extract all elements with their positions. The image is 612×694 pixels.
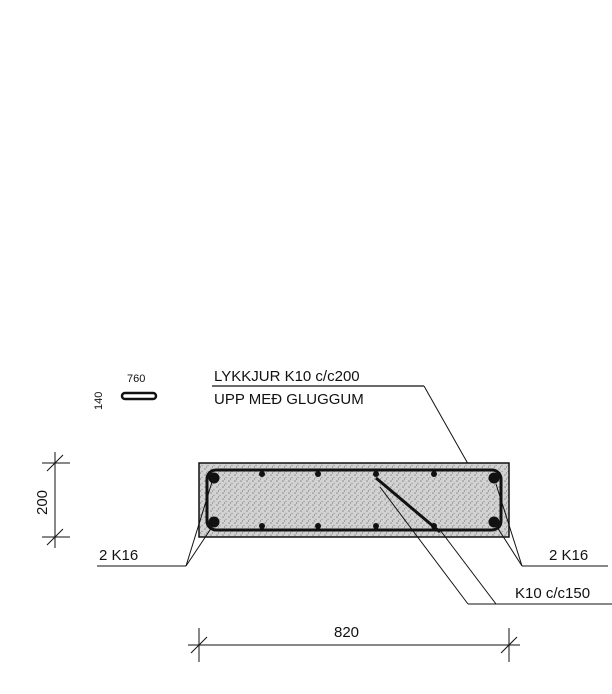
right-leader-top [495,483,523,567]
detail-length-label: 760 [127,373,145,385]
stirrup-note: LYKKJUR K10 c/c200 UPP MEÐ GLUGGUM [212,368,477,479]
right-rebar-label: 2 K16 [549,547,588,564]
rebar-bottom-right [488,516,500,528]
bar-bottom-3 [373,523,379,529]
shear-rebar-label: K10 c/c150 [515,585,590,602]
left-leader-bottom [185,526,213,567]
stirrup-note-line1: LYKKJUR K10 c/c200 [214,368,360,385]
width-tick-left [190,636,208,654]
left-rebar-label: 2 K16 [99,547,138,564]
shear-link-callout: K10 c/c150 [379,486,612,605]
stirrup-detail-shape [120,391,158,401]
bar-bottom-1 [259,523,265,529]
bar-top-2 [315,471,321,477]
left-leader-top [185,481,213,567]
bar-bottom-2 [315,523,321,529]
right-rebar-callout: 2 K16 [495,483,608,567]
stirrup-note-line2: UPP MEÐ GLUGGUM [214,391,364,408]
width-dim-label: 820 [334,624,359,641]
shear-leader-1 [379,486,469,605]
bar-top-4 [431,471,437,477]
beam-section [198,462,510,538]
shear-leader-2 [439,529,497,605]
rebar-bottom-left [208,516,220,528]
rebar-top-left [208,472,220,484]
rebar-top-right [488,472,500,484]
height-dim-label: 200 [34,490,51,515]
detail-width-label: 140 [93,392,105,410]
height-dimension: 200 [34,452,70,548]
stirrup-detail: 760 140 [93,373,158,410]
concrete-section [198,462,510,538]
bar-top-3 [373,471,379,477]
width-dimension: 820 [188,624,520,662]
right-leader-bottom [496,526,523,567]
left-rebar-callout: 2 K16 [97,481,213,567]
shear-link [375,476,441,534]
bar-top-1 [259,471,265,477]
width-tick-right [500,636,518,654]
